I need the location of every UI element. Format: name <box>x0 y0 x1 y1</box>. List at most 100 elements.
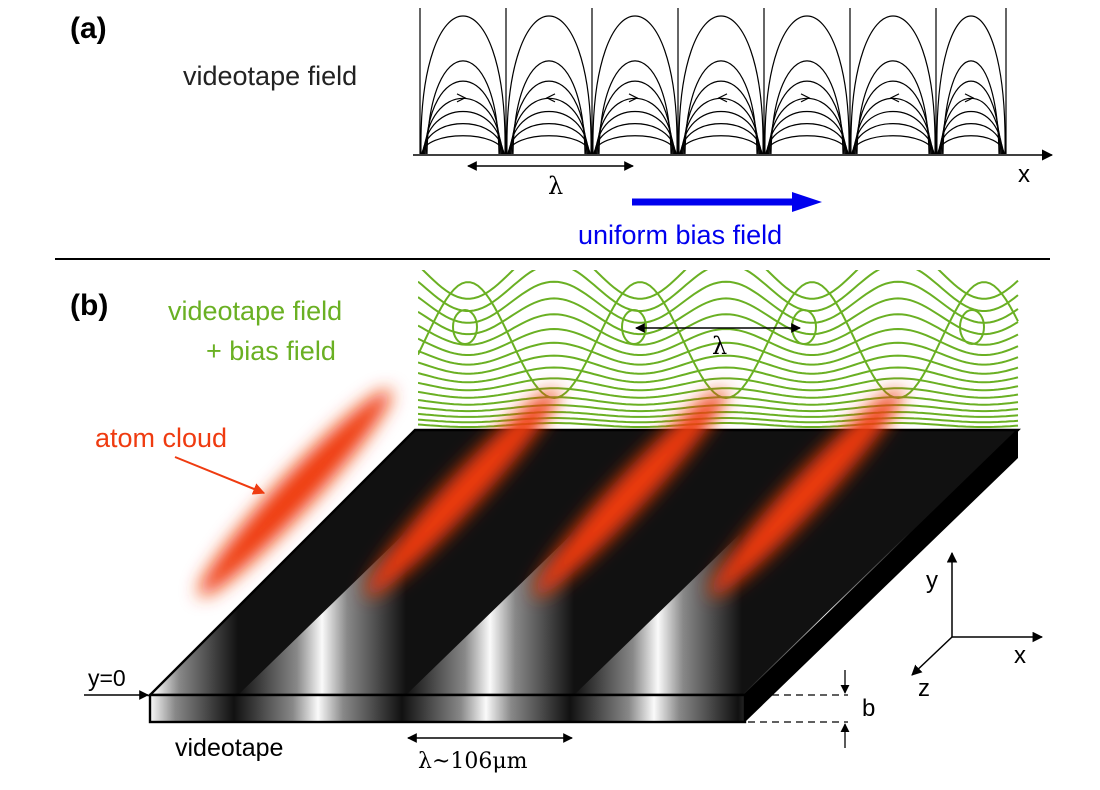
field-line <box>942 60 1000 155</box>
field-direction-mark <box>964 93 975 103</box>
field-contour <box>418 377 1019 392</box>
thickness-label: b <box>862 695 875 722</box>
field-direction-mark <box>889 93 900 103</box>
atom-cloud-3 <box>533 389 727 597</box>
field-line <box>508 110 590 155</box>
field-line <box>769 80 845 155</box>
field-line <box>766 110 848 155</box>
field-contour <box>418 270 1019 312</box>
combined-field-contours <box>418 270 1019 428</box>
field-line <box>422 123 504 155</box>
trap-oval <box>791 309 817 345</box>
magnetization-stripe <box>0 430 8 695</box>
field-contour <box>418 297 1019 336</box>
combined-field-label-line1: videotape field <box>168 296 342 326</box>
videotape-side-face <box>745 430 1018 722</box>
trap-oval <box>452 309 478 345</box>
magnetization-stripe <box>406 430 848 695</box>
field-direction-mark <box>456 93 467 103</box>
field-line <box>596 97 674 155</box>
field-direction-mark <box>717 93 728 103</box>
panel-b-lambda-label: λ <box>712 332 727 360</box>
field-line <box>510 97 588 155</box>
field-line <box>770 60 844 155</box>
field-line <box>936 15 1006 155</box>
field-line <box>512 60 586 155</box>
front-stripe <box>234 695 403 722</box>
field-contour <box>418 387 1019 399</box>
panel-b-label: (b) <box>70 289 108 322</box>
field-line <box>856 60 930 155</box>
field-line <box>598 60 672 155</box>
atom-cloud-1 <box>198 389 392 597</box>
front-stripe <box>738 695 745 722</box>
field-line <box>592 15 678 155</box>
panel-a-x-axis-label: x <box>1018 161 1030 188</box>
field-line <box>768 97 846 155</box>
front-stripe <box>402 695 571 722</box>
field-line <box>426 60 500 155</box>
field-line <box>594 110 676 155</box>
field-line <box>855 80 931 155</box>
atom-cloud-2 <box>365 389 559 597</box>
videotape-field-label: videotape field <box>183 61 357 91</box>
field-line <box>422 110 504 155</box>
field-line <box>682 97 760 155</box>
atom-clouds <box>198 389 903 597</box>
field-line <box>508 123 590 155</box>
field-line <box>852 123 934 155</box>
field-line <box>684 60 758 155</box>
field-direction-mark <box>800 93 811 103</box>
field-line <box>511 80 587 155</box>
y0-label: y=0 <box>88 665 126 691</box>
tape-period-label: λ~106μm <box>418 749 528 774</box>
field-line <box>851 135 935 155</box>
bias-field-arrowhead <box>792 192 822 212</box>
bias-field-label: uniform bias field <box>578 220 782 250</box>
trap-oval <box>621 309 647 345</box>
axis-z-label: z <box>918 675 930 702</box>
front-stripe <box>570 695 739 722</box>
field-line <box>507 135 591 155</box>
field-line <box>854 97 932 155</box>
field-line <box>852 110 934 155</box>
field-line <box>940 97 1002 155</box>
field-line <box>938 110 1004 155</box>
trap-oval <box>959 309 985 345</box>
front-stripe <box>150 695 235 722</box>
field-line <box>421 135 505 155</box>
combined-field-label-line2: + bias field <box>206 336 336 366</box>
field-line <box>597 80 673 155</box>
field-line <box>678 15 764 155</box>
field-contour <box>418 354 1019 375</box>
coordinate-axes <box>911 551 1044 676</box>
field-line <box>680 123 762 155</box>
field-line <box>764 15 850 155</box>
magnetization-stripe <box>574 430 1016 695</box>
field-contour <box>418 417 1019 424</box>
atom-cloud-4 <box>709 389 903 597</box>
field-line <box>506 15 592 155</box>
field-line <box>938 123 1004 155</box>
videotape-field-lines <box>419 8 1007 155</box>
field-contour <box>418 341 1019 366</box>
videotape-label: videotape <box>175 734 283 762</box>
field-contour <box>418 313 1019 346</box>
panel-a-lambda-label: λ <box>548 172 563 200</box>
field-line <box>850 15 936 155</box>
panel-a-label: (a) <box>70 12 107 45</box>
field-contour <box>418 280 1019 324</box>
field-line <box>937 135 1005 155</box>
axis-x-label: x <box>1014 642 1026 669</box>
atom-cloud-pointer <box>174 456 266 495</box>
magnetization-stripe <box>1078 430 1100 695</box>
field-contour <box>418 366 1019 384</box>
field-contour <box>418 410 1019 418</box>
magnetization-stripe <box>238 430 680 695</box>
field-line <box>420 15 506 155</box>
magnetization-stripe <box>150 430 176 695</box>
field-line <box>679 135 763 155</box>
field-line <box>424 97 502 155</box>
field-line <box>594 123 676 155</box>
